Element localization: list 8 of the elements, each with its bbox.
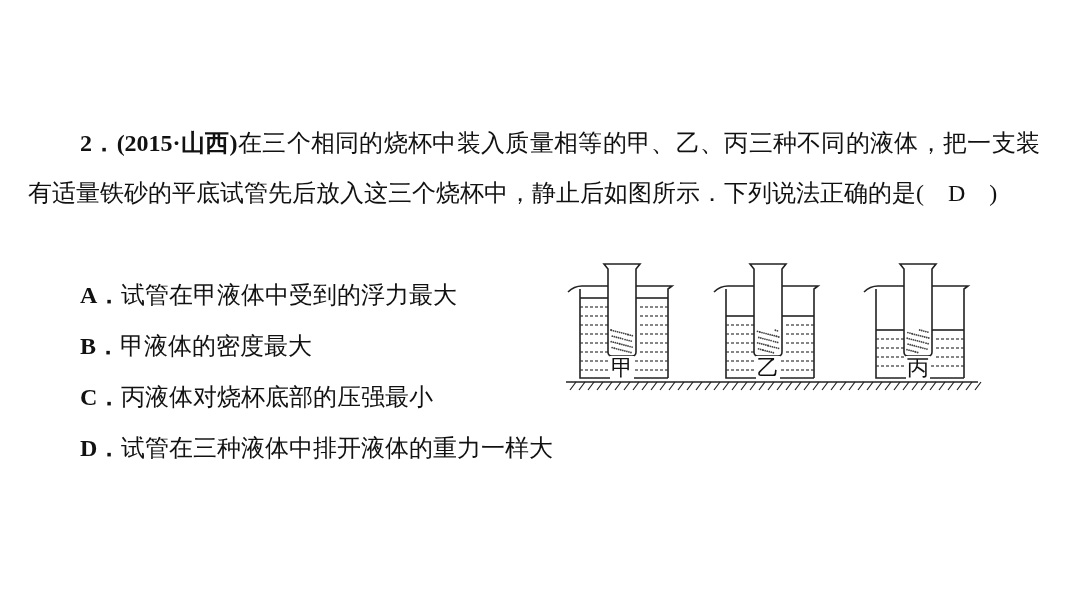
answer-option: B．甲液体的密度最大 bbox=[80, 330, 312, 362]
liquid-label: 丙 bbox=[906, 356, 930, 380]
answer-option: C．丙液体对烧杯底部的压强最小 bbox=[80, 381, 434, 413]
liquid-label: 乙 bbox=[756, 356, 780, 380]
answer-option: A．试管在甲液体中受到的浮力最大 bbox=[80, 279, 458, 311]
liquid-label: 甲 bbox=[610, 356, 634, 380]
question-text: 2．(2015·山西)在三个相同的烧杯中装入质量相等的甲、乙、丙三种不同的液体，把一支装有适量铁砂的平底试管先后放入这三个烧杯中，静止后如图所示．下列说法正确的是( D ) bbox=[28, 129, 1040, 208]
answer-option: D．试管在三种液体中排开液体的重力一样大 bbox=[80, 432, 554, 464]
